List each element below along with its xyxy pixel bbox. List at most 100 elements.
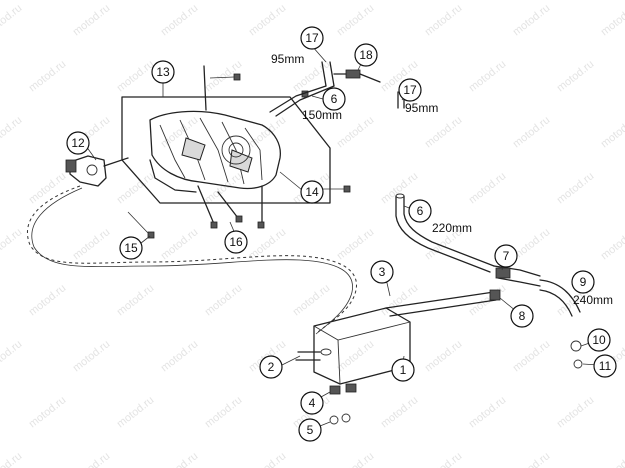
dimension-17-top: 95mm bbox=[271, 52, 304, 66]
watermark-text: motod.ru bbox=[0, 226, 24, 262]
callout-15: 15 bbox=[119, 236, 143, 260]
watermark-text: motod.ru bbox=[71, 2, 113, 38]
callout-16: 16 bbox=[224, 230, 248, 254]
callout-15-number: 15 bbox=[124, 241, 138, 255]
watermark-text: motod.ru bbox=[467, 58, 509, 94]
watermark-text: motod.ru bbox=[291, 282, 333, 318]
callout-2: 2 bbox=[259, 355, 283, 379]
callout-11-number: 11 bbox=[599, 359, 612, 373]
dimension-6-lower: 220mm bbox=[432, 221, 472, 235]
watermark-text: motod.ru bbox=[203, 394, 245, 430]
watermark-text: motod.ru bbox=[115, 394, 157, 430]
watermark-text: motod.ru bbox=[423, 2, 465, 38]
hose-top bbox=[269, 61, 405, 117]
watermark-text: motod.ru bbox=[159, 338, 201, 374]
watermark-text: motod.ru bbox=[599, 114, 625, 150]
watermark-text: motod.ru bbox=[335, 450, 377, 468]
callout-6-lower: 6 bbox=[408, 199, 432, 223]
callout-3-number: 3 bbox=[379, 265, 386, 279]
watermark-text: motod.ru bbox=[511, 450, 553, 468]
callout-17-top-number: 17 bbox=[305, 31, 319, 45]
callout-17-top: 17 bbox=[300, 26, 324, 50]
valve-12 bbox=[65, 155, 129, 187]
watermark-text: motod.ru bbox=[335, 338, 377, 374]
watermark-text: motod.ru bbox=[115, 58, 157, 94]
watermark-text: motod.ru bbox=[467, 394, 509, 430]
callout-9: 9 bbox=[571, 270, 595, 294]
dimension-6-upper: 150mm bbox=[302, 108, 342, 122]
fasteners-4-5 bbox=[329, 383, 357, 425]
callout-14-number: 14 bbox=[305, 185, 319, 199]
callout-13-number: 13 bbox=[156, 65, 170, 79]
watermark-text: motod.ru bbox=[247, 450, 289, 468]
clamps-10-11 bbox=[570, 340, 583, 369]
watermark-text: motod.ru bbox=[27, 282, 69, 318]
watermark-text: motod.ru bbox=[71, 450, 113, 468]
watermark-text: motod.ru bbox=[27, 394, 69, 430]
callout-18: 18 bbox=[354, 43, 378, 67]
watermark-text: motod.ru bbox=[511, 114, 553, 150]
hose-loop bbox=[27, 185, 357, 335]
watermark-text: motod.ru bbox=[115, 282, 157, 318]
callout-4: 4 bbox=[300, 391, 324, 415]
watermark-text: motod.ru bbox=[599, 2, 625, 38]
callout-5-number: 5 bbox=[307, 423, 314, 437]
callout-13: 13 bbox=[151, 60, 175, 84]
callout-6-upper: 6 bbox=[322, 87, 346, 111]
callout-3: 3 bbox=[370, 260, 394, 284]
watermark-text: motod.ru bbox=[0, 114, 24, 150]
watermark-text: motod.ru bbox=[159, 450, 201, 468]
callout-7: 7 bbox=[494, 244, 518, 268]
watermark-text: motod.ru bbox=[467, 282, 509, 318]
callout-1-number: 1 bbox=[400, 363, 407, 377]
watermark-text: motod.ru bbox=[511, 338, 553, 374]
watermark-text: motod.ru bbox=[599, 226, 625, 262]
callout-10: 10 bbox=[587, 328, 611, 352]
watermark-text: motod.ru bbox=[71, 338, 113, 374]
watermark-text: motod.ru bbox=[423, 450, 465, 468]
watermark-text: motod.ru bbox=[247, 114, 289, 150]
callout-14: 14 bbox=[300, 180, 324, 204]
watermark-text: motod.ru bbox=[467, 170, 509, 206]
watermark-text: motod.ru bbox=[159, 2, 201, 38]
watermark-text: motod.ru bbox=[511, 2, 553, 38]
callout-7-number: 7 bbox=[503, 249, 510, 263]
callout-18-number: 18 bbox=[359, 48, 373, 62]
watermark-text: motod.ru bbox=[423, 114, 465, 150]
callout-5: 5 bbox=[298, 418, 322, 442]
watermark-text: motod.ru bbox=[555, 394, 597, 430]
watermark-text: motod.ru bbox=[555, 170, 597, 206]
watermark-text: motod.ru bbox=[379, 394, 421, 430]
callout-9-number: 9 bbox=[580, 275, 587, 289]
watermark-text: motod.ru bbox=[159, 226, 201, 262]
dimension-17-right: 95mm bbox=[405, 101, 438, 115]
callout-8-number: 8 bbox=[519, 309, 526, 323]
callout-6-lower-number: 6 bbox=[417, 204, 424, 218]
callout-6-upper-number: 6 bbox=[331, 92, 338, 106]
bracket-assembly-13 bbox=[121, 65, 351, 239]
watermark-text: motod.ru bbox=[335, 2, 377, 38]
callout-10-number: 10 bbox=[592, 333, 606, 347]
watermark-text: motod.ru bbox=[247, 226, 289, 262]
watermark-text: motod.ru bbox=[335, 226, 377, 262]
callout-16-number: 16 bbox=[229, 235, 243, 249]
callout-17-right: 17 bbox=[398, 78, 422, 102]
watermark-text: motod.ru bbox=[555, 58, 597, 94]
watermark-text: motod.ru bbox=[599, 450, 625, 468]
callout-2-number: 2 bbox=[268, 360, 275, 374]
callout-4-number: 4 bbox=[309, 396, 316, 410]
watermark-text: motod.ru bbox=[0, 2, 24, 38]
watermark-text: motod.ru bbox=[0, 450, 24, 468]
callout-1: 1 bbox=[391, 358, 415, 382]
watermark-text: motod.ru bbox=[27, 58, 69, 94]
dimension-9: 240mm bbox=[573, 293, 613, 307]
callout-12-number: 12 bbox=[71, 136, 85, 150]
watermark-text: motod.ru bbox=[203, 282, 245, 318]
watermark-text: motod.ru bbox=[379, 170, 421, 206]
callout-17-right-number: 17 bbox=[403, 83, 417, 97]
callout-12: 12 bbox=[66, 131, 90, 155]
watermark-text: motod.ru bbox=[27, 170, 69, 206]
watermark-text: motod.ru bbox=[423, 338, 465, 374]
watermark-text: motod.ru bbox=[247, 2, 289, 38]
